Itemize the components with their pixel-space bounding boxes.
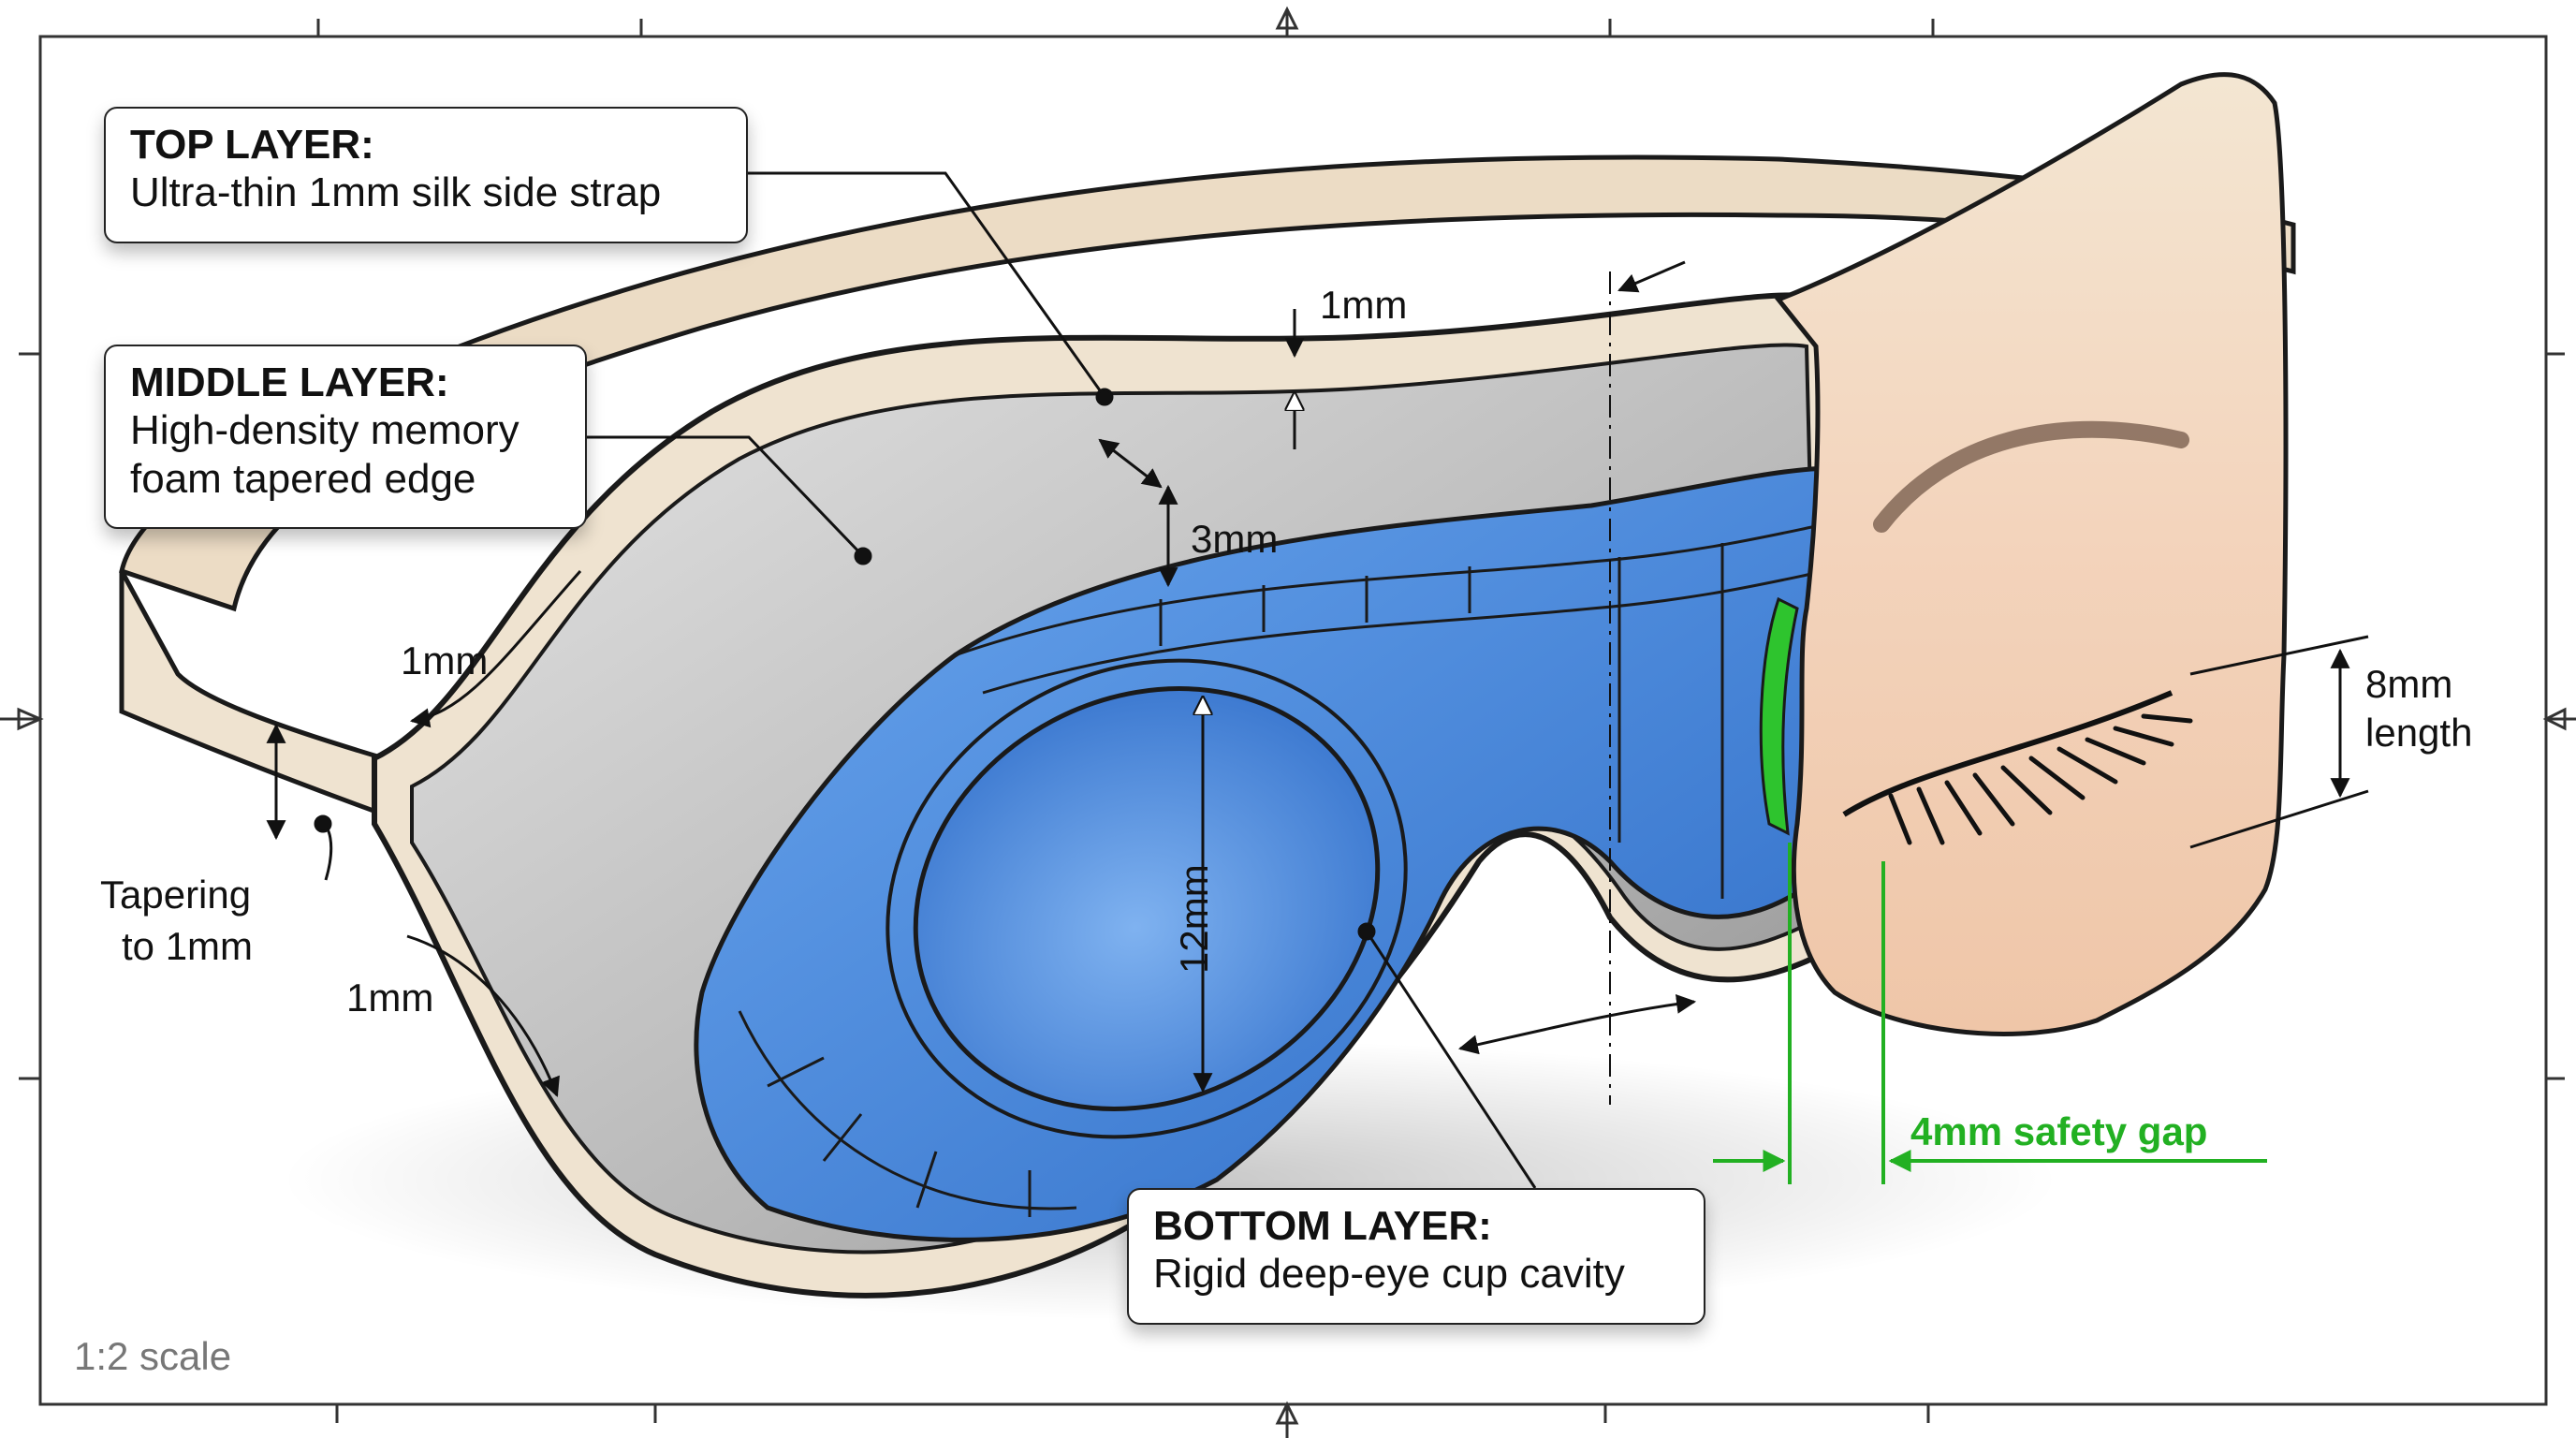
callout-middle-layer: MIDDLE LAYER: High-density memory foam t… (104, 345, 587, 529)
callout-middle-title: MIDDLE LAYER: (130, 360, 449, 405)
cup-cavity-rim (886, 658, 1408, 1139)
cup-cavity (913, 686, 1381, 1111)
callout-top-layer: TOP LAYER: Ultra-thin 1mm silk side stra… (104, 107, 748, 243)
callout-bottom-layer: BOTTOM LAYER: Rigid deep-eye cup cavity (1127, 1188, 1705, 1325)
eyelashes (1888, 713, 2193, 845)
dimension-arrows (266, 260, 2369, 1105)
strap-left (119, 569, 387, 818)
callout-middle-desc-line2: foam tapered edge (130, 456, 476, 502)
cup-ribs (738, 522, 1826, 1217)
dim-cup-depth: 12mm (1172, 864, 1216, 974)
safety-gap-label: 4mm safety gap (1910, 1109, 2208, 1153)
dim-strap-lower: 1mm (346, 976, 434, 1020)
dim-strap-top: 1mm (1320, 283, 1408, 327)
dim-lash-line1: 8mm (2365, 662, 2453, 706)
dim-strap-upper: 1mm (401, 638, 489, 682)
callout-top-desc: Ultra-thin 1mm silk side strap (130, 169, 662, 215)
safety-gap-dimension (1713, 843, 2267, 1184)
eyebrow (1873, 420, 2189, 533)
drawing-frame (0, 6, 2576, 1438)
callout-middle-desc-line1: High-density memory (130, 407, 520, 453)
scale-note: 1:2 scale (74, 1334, 232, 1378)
face-cushion (1774, 72, 2289, 1036)
eyelid (1842, 690, 2174, 817)
leader-lines (314, 171, 1537, 1189)
strap-upper-dim-arrow (409, 570, 582, 728)
strap-lower-dim-arrow (406, 934, 560, 1097)
callout-bottom-title: BOTTOM LAYER: (1153, 1203, 1492, 1249)
dim-taper-line2: to 1mm (122, 924, 254, 968)
dim-foam: 3mm (1191, 517, 1279, 561)
dim-taper-line1: Tapering (100, 873, 252, 917)
callout-top-title: TOP LAYER: (130, 122, 374, 168)
callout-bottom-desc: Rigid deep-eye cup cavity (1153, 1251, 1625, 1297)
dim-lash-line2: length (2365, 711, 2473, 755)
safety-gap-layer (1759, 596, 1799, 836)
